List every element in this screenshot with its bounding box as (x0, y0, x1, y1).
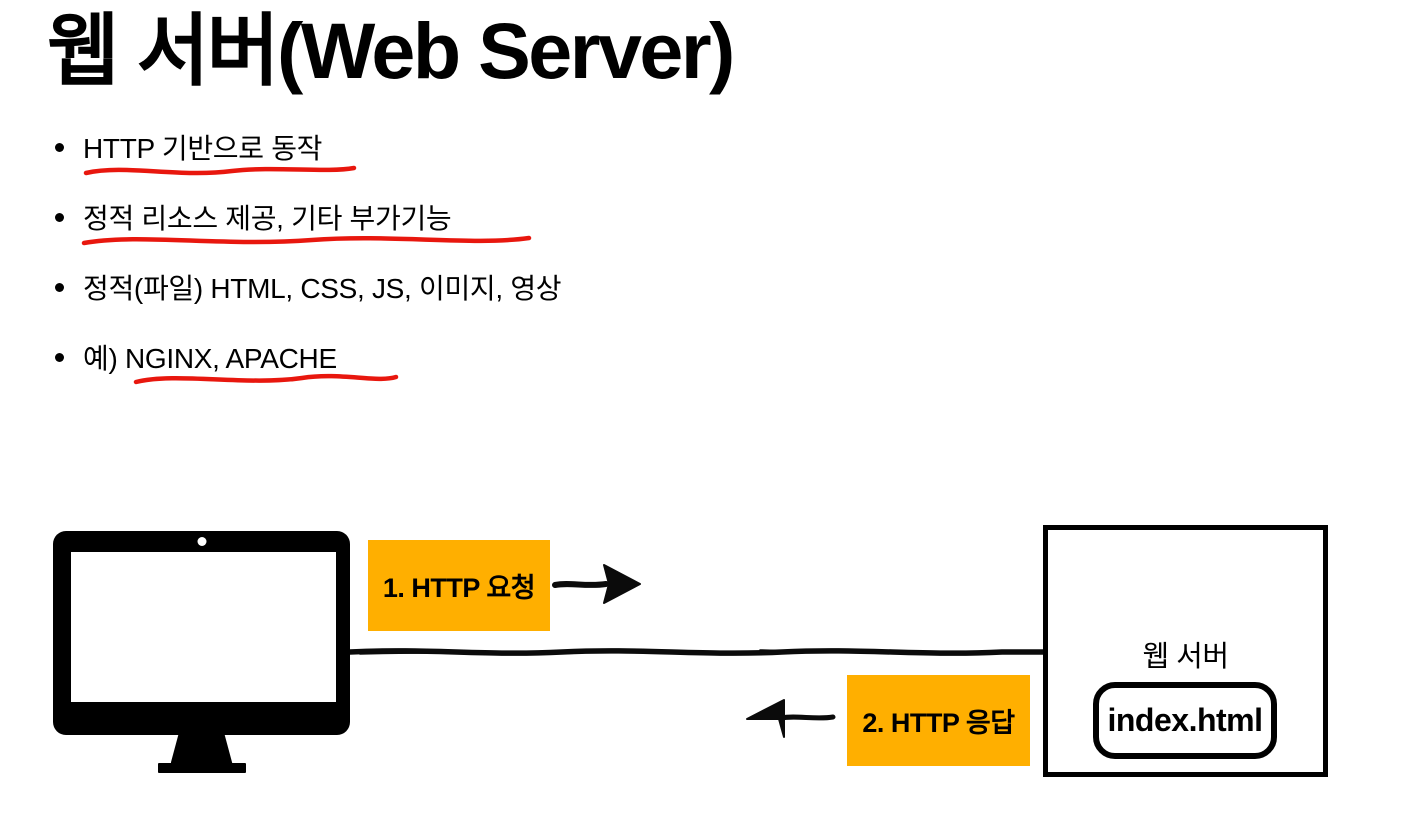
http-response-badge: 2. HTTP 응답 (847, 675, 1030, 766)
bullet-text: 정적(파일) HTML, CSS, JS, 이미지, 영상 (83, 273, 562, 304)
bullet-text: 예) NGINX, APACHE (83, 343, 337, 374)
bullet-text: HTTP 기반으로 동작 (83, 133, 323, 164)
web-server-label: 웹 서버 (1142, 641, 1229, 673)
monitor-stand (170, 734, 233, 764)
monitor-screen (71, 552, 336, 702)
bullet-item: 정적(파일) HTML, CSS, JS, 이미지, 영상 (55, 271, 562, 304)
bullet-text: 정적 리소스 제공, 기타 부가기능 (83, 203, 452, 234)
monitor-bezel (53, 531, 350, 735)
bullet-item: HTTP 기반으로 동작 (55, 131, 561, 164)
bullet-list: HTTP 기반으로 동작 정적 리소스 제공, 기타 부가기능 정적(파일) H… (55, 131, 562, 411)
bullet-item: 정적 리소스 제공, 기타 부가기능 (55, 201, 561, 234)
bullet-dot (55, 212, 64, 222)
index-html-file: index.html (1093, 682, 1277, 759)
connection-line (347, 648, 1048, 656)
monitor-camera-dot (197, 537, 206, 546)
web-server-box: 웹 서버 index.html (1043, 525, 1328, 777)
client-computer-icon (53, 531, 350, 773)
monitor-base (157, 763, 246, 773)
bullet-dot (55, 282, 64, 292)
bullet-dot (55, 352, 64, 362)
request-arrow-icon (552, 564, 641, 604)
bullet-item: 예) NGINX, APACHE (55, 341, 561, 374)
page-title: 웹 서버(Web Server) (47, 6, 735, 95)
bullet-dot (55, 142, 64, 152)
http-request-badge: 1. HTTP 요청 (368, 540, 550, 631)
response-arrow-icon (746, 699, 836, 738)
